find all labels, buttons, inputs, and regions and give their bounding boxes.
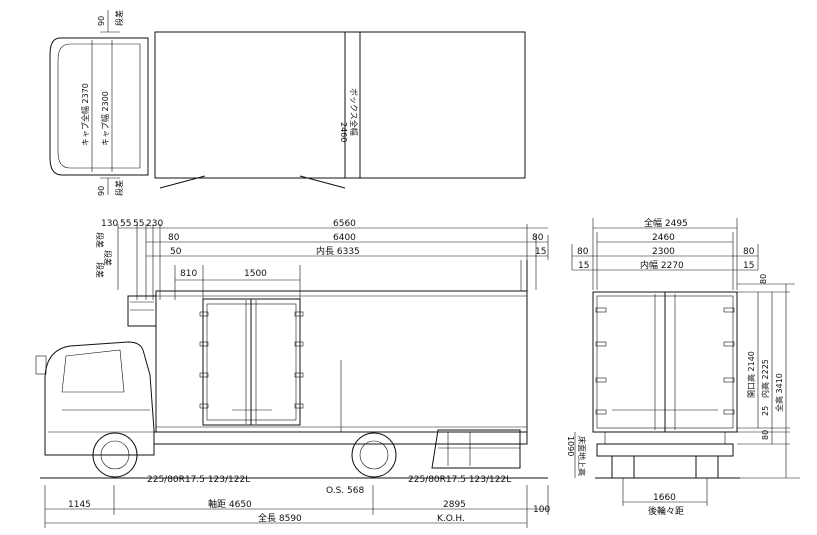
- rear-full-height: 全高 3410: [774, 373, 784, 412]
- cab-full-width: キャブ全幅 2370: [80, 83, 90, 146]
- dim-front-overhang: 1145: [68, 500, 91, 510]
- rear-full-width: 全幅 2495: [644, 217, 688, 229]
- rear-row3-right: 80: [743, 247, 755, 257]
- dim-55b: 55: [133, 219, 144, 229]
- box-width-label: ボックス全幅: [349, 88, 359, 136]
- rear-right-top-80: 80: [759, 274, 768, 284]
- side-label-1: 段差: [95, 232, 105, 248]
- overhang-os: O.S. 568: [326, 486, 364, 496]
- dim-row3-right: 15: [535, 247, 546, 257]
- dim-row3-main: 内長 6335: [316, 245, 360, 257]
- box-side: [155, 290, 528, 433]
- rear-wheel: [351, 432, 397, 478]
- gap-top-value: 90: [97, 16, 106, 26]
- rear-opening-height: 開口高 2140: [746, 351, 756, 398]
- tire-front-label: 225/80R17.5 123/122L: [147, 475, 250, 485]
- side-view-dimensions: 130 55 55 230 6560 80 6400 80 50 内長 6335…: [95, 219, 549, 300]
- rear-view: 全幅 2495 2460 80 2300 80 15 内幅 2270 15: [571, 217, 800, 517]
- top-view: 90 段差 90 段差 キャブ全幅 2370 キャブ幅 2300 2460 ボッ…: [49, 10, 526, 196]
- cab-side: [44, 341, 155, 456]
- rear-row4-right: 15: [743, 261, 754, 271]
- rear-right-25: 25: [761, 406, 770, 416]
- gap-top-label: 段差: [114, 10, 124, 26]
- cab-width: キャブ幅 2300: [100, 91, 110, 146]
- dim-wheelbase: 軸距 4650: [208, 498, 252, 510]
- side-bottom-dimensions: 1145 軸距 4650 2895 100 K.O.H. 全長 8590 109…: [44, 432, 587, 528]
- gap-bottom-value: 90: [97, 186, 106, 196]
- rear-inner-height: 内高 2225: [760, 359, 770, 398]
- tire-rear-label: 225/80R17.5 123/122L: [408, 475, 511, 485]
- dim-deck-value: 1090: [566, 436, 575, 456]
- mirror-side: [35, 355, 47, 375]
- box-top: [154, 31, 526, 179]
- rear-wheel-right: [695, 455, 719, 479]
- dim-overall-length: 全長 8590: [258, 512, 302, 524]
- dim-door-offset: 810: [180, 269, 197, 279]
- dim-rear-tail: 100: [533, 505, 550, 515]
- dim-koh: K.O.H.: [437, 514, 465, 524]
- dim-130: 130: [101, 219, 118, 229]
- mirror-right: [299, 175, 346, 189]
- side-label-3: 段差: [95, 262, 105, 278]
- box-top-outline: [154, 31, 346, 179]
- dim-door-width: 1500: [244, 269, 267, 279]
- side-view-truck: 225/80R17.5 123/122L 225/80R17.5 123/122…: [35, 260, 548, 496]
- rear-right-80: 80: [761, 430, 770, 440]
- rear-wheel-left: [611, 455, 635, 479]
- chassis-frame: [153, 431, 528, 445]
- dim-row2-right: 80: [532, 233, 544, 243]
- rear-row4-main: 内幅 2270: [640, 259, 684, 271]
- cab-inner-top: [57, 43, 141, 169]
- dim-row3-left: 50: [170, 247, 182, 257]
- rear-width-2460: 2460: [652, 233, 675, 243]
- dim-deck-label: 床面地上高: [577, 436, 587, 476]
- rear-track-value: 1660: [653, 493, 676, 503]
- side-label-2: 段差: [103, 250, 113, 266]
- dim-row2-main: 6400: [333, 233, 356, 243]
- dim-row2-left: 80: [168, 233, 180, 243]
- cab-window: [61, 349, 125, 393]
- rear-row4-left: 15: [578, 261, 589, 271]
- cab-outline-top: [49, 37, 149, 176]
- dim-230: 230: [146, 219, 163, 229]
- dim-55a: 55: [120, 219, 131, 229]
- rear-bumper: [596, 443, 734, 457]
- rear-track-label: 後輪々距: [648, 505, 684, 517]
- gap-bottom-label: 段差: [114, 180, 124, 196]
- dim-rear-overhang: 2895: [443, 500, 466, 510]
- mirror-left: [159, 175, 206, 189]
- tail-assembly: [431, 429, 521, 469]
- dim-overall-box: 6560: [333, 219, 356, 229]
- box-width-value: 2460: [339, 122, 348, 142]
- box-top-front: [154, 31, 361, 179]
- rear-row3-left: 80: [577, 247, 589, 257]
- rear-row3-main: 2300: [652, 247, 675, 257]
- front-wheel: [92, 432, 138, 478]
- reefer-unit: [127, 295, 157, 327]
